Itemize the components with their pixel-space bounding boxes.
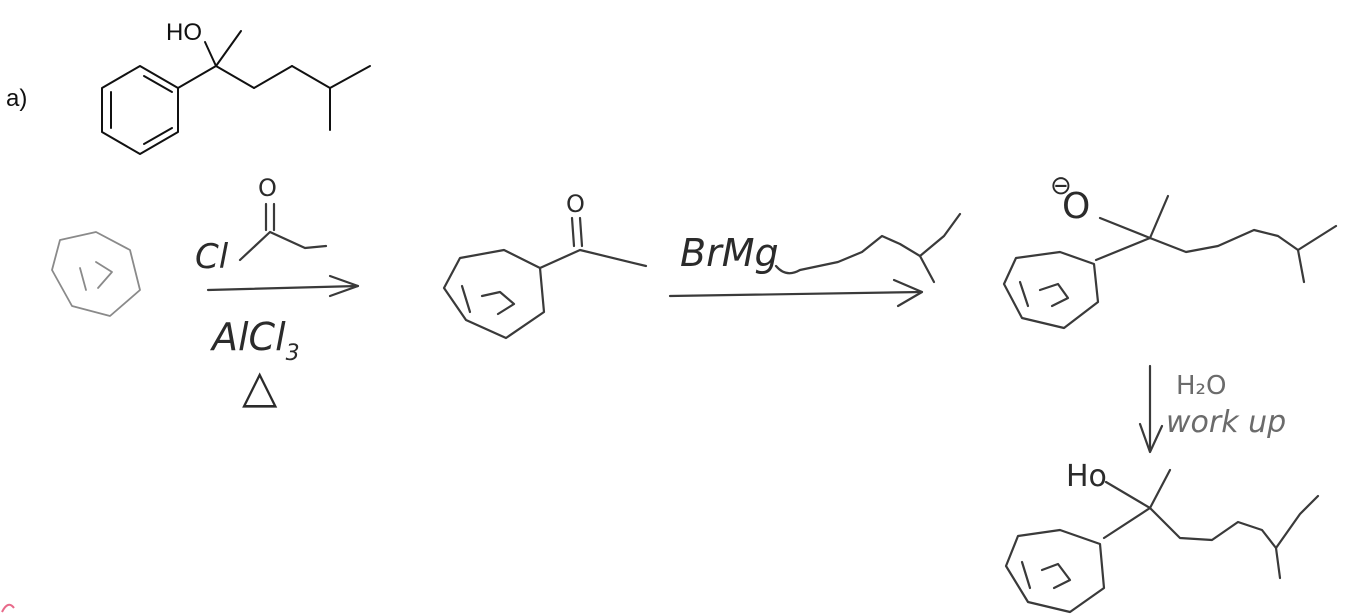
step1-catalyst-text: AlCl xyxy=(209,315,286,359)
grignard-branch xyxy=(918,254,936,284)
step3-reagent-water: H₂O xyxy=(1176,371,1226,401)
stray-pink-mark xyxy=(1,603,15,613)
step1-arrow xyxy=(206,274,360,298)
final-product: Ho xyxy=(1004,459,1320,614)
acetophenone-carbonyl-o: O xyxy=(566,190,585,218)
grignard-chain xyxy=(774,212,962,275)
target-hydroxyl-label: HO xyxy=(166,19,202,46)
step1-reagents: Cl O xyxy=(195,174,328,277)
problem-label: a) xyxy=(6,85,27,112)
target-molecule: HO xyxy=(101,19,371,155)
target-side-chain xyxy=(177,30,371,131)
acetyl-carbonyl-o: O xyxy=(258,174,277,202)
step3-reagent-workup: work up xyxy=(1166,405,1286,440)
alkoxide-charge: ⊖ xyxy=(1050,171,1072,201)
grignard-label: BrMg xyxy=(680,231,779,275)
step2-arrow xyxy=(668,278,924,308)
acetyl-chain xyxy=(238,230,328,262)
step1-catalyst: AlCl3 xyxy=(209,315,300,366)
target-benzene-ring xyxy=(101,65,179,155)
heat-symbol: △ xyxy=(242,359,278,413)
alkoxide-intermediate: ⊖ O xyxy=(1002,171,1338,330)
step1-reagent-cl: Cl xyxy=(195,237,229,277)
acetophenone: O xyxy=(442,190,648,340)
alkoxide-oxygen: O xyxy=(1062,186,1090,227)
step3-arrow xyxy=(1138,364,1164,454)
product-hydroxyl-label: Ho xyxy=(1066,459,1107,494)
step1-catalyst-subscript: 3 xyxy=(286,341,300,366)
starting-benzene xyxy=(51,231,141,317)
